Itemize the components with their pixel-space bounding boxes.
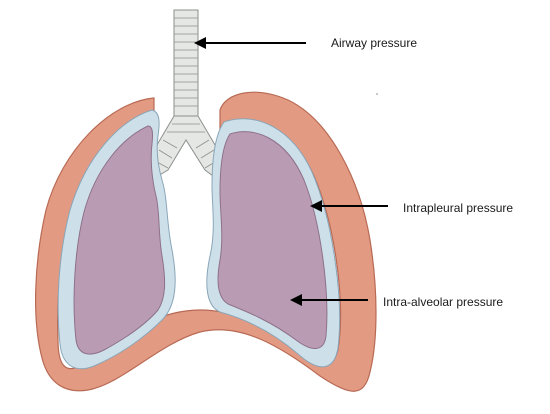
intrapleural-pressure-label: Intrapleural pressure [403, 201, 514, 215]
right-lung [217, 131, 328, 349]
arrow-intra-alveolar [290, 294, 368, 306]
speck [376, 93, 378, 95]
arrow-airway [194, 37, 306, 49]
left-lung [73, 125, 166, 355]
airway-pressure-label: Airway pressure [331, 36, 418, 50]
intra-alveolar-pressure-label: Intra-alveolar pressure [383, 295, 504, 309]
trachea [173, 9, 199, 117]
arrow-intrapleural [310, 200, 388, 212]
bronchi [153, 115, 219, 177]
